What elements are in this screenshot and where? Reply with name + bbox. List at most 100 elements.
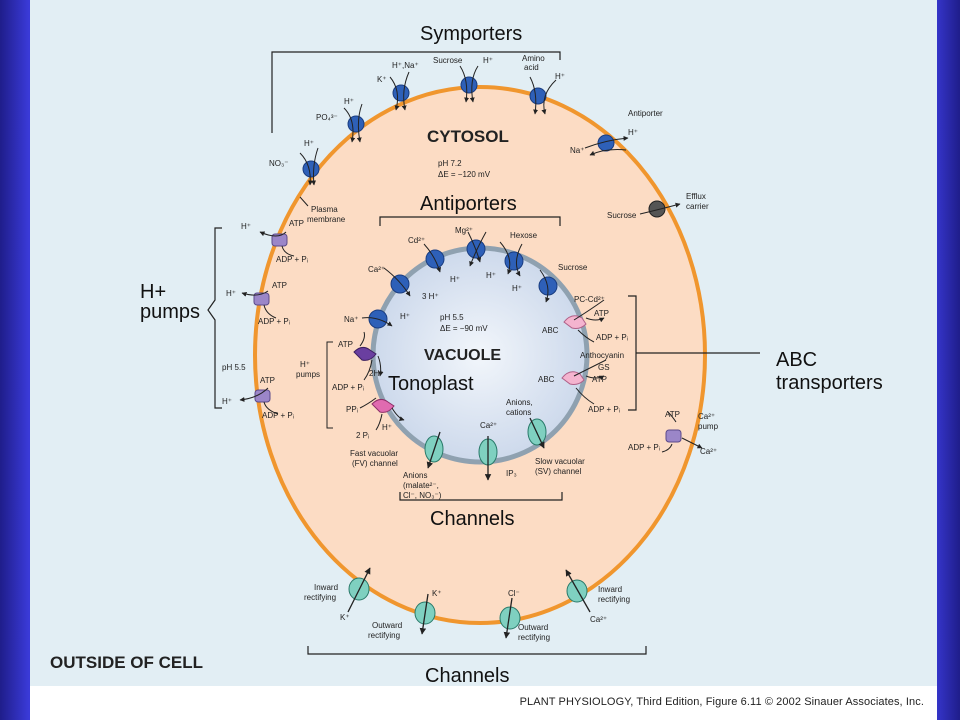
label-atp-abc1: ATP (594, 309, 609, 318)
channels-inner-bracket (399, 492, 563, 501)
label-amino2: acid (524, 63, 539, 72)
vacuole-antiporter-arrows (361, 231, 550, 327)
label-adp-abc1: ADP + Pᵢ (596, 333, 628, 342)
label-abc-2: ABC (538, 375, 555, 384)
label-outward1-left: Outward (372, 621, 402, 630)
label-gs: GS (598, 363, 610, 372)
antiporters-label: Antiporters (420, 193, 517, 215)
label-efflux2: carrier (686, 202, 709, 211)
plasma-h-pumps (253, 233, 288, 403)
vacuolar-ppase (371, 398, 395, 413)
label-h-sucrose-vac: H⁺ (512, 284, 522, 293)
label-adp-3: ADP + Pᵢ (262, 411, 294, 420)
plasma-channels (348, 577, 588, 630)
inward-ca-channel (566, 579, 588, 603)
abc-label-1: ABC (776, 349, 817, 371)
label-adp-1: ADP + Pᵢ (276, 255, 308, 264)
label-hexose: Hexose (510, 231, 538, 240)
ca-pump (665, 429, 682, 443)
label-outward2-right: rectifying (518, 633, 550, 642)
label-atp-1: ATP (289, 219, 304, 228)
tonoplast-label: Tonoplast (388, 373, 474, 395)
h-pump-1 (271, 233, 288, 247)
label-ca-vac: Ca²⁺ (368, 265, 385, 274)
label-h-hexose: H⁺ (486, 271, 496, 280)
label-h-amino: H⁺ (555, 72, 565, 81)
label-na-antiporter: Na⁺ (570, 146, 584, 155)
label-k-outward: K⁺ (432, 589, 442, 598)
ca-pump-arrows (661, 411, 703, 453)
symporter-amino-acid (529, 87, 547, 105)
abc-arrows (573, 299, 607, 405)
label-ca-inward: Ca²⁺ (590, 615, 607, 624)
label-adp-capump: ADP + Pᵢ (628, 443, 660, 452)
label-sucrose-efflux: Sucrose (607, 211, 637, 220)
label-sucrose-vac: Sucrose (558, 263, 588, 272)
label-anions-cations-2: cations (506, 408, 531, 417)
label-adp-2: ADP + Pᵢ (258, 317, 290, 326)
label-atp-3: ATP (260, 376, 275, 385)
label-na-vac: Na⁺ (344, 315, 358, 324)
cytosol-title: CYTOSOL (427, 127, 509, 146)
vacuole-h-pumps (353, 346, 395, 413)
channels-outer-label: Channels (425, 665, 510, 687)
symporter-no3 (302, 160, 320, 178)
h-pump-2 (253, 292, 270, 306)
label-an2: (malate²⁻, (403, 481, 439, 490)
label-outward2-left: rectifying (368, 631, 400, 640)
label-h-pump1: H⁺ (241, 222, 251, 231)
label-antiporter: Antiporter (628, 109, 663, 118)
label-ip3: IP₃ (506, 469, 517, 478)
abc-transporter-anthocyanin (561, 371, 585, 385)
label-plasma2: membrane (307, 215, 346, 224)
vacuole-channel-arrows (426, 417, 545, 481)
symporter-k (392, 84, 410, 102)
label-adp-vac: ADP + Pᵢ (332, 383, 364, 392)
label-mg-vac: Mg²⁺ (455, 226, 473, 235)
label-inward2-right: rectifying (598, 595, 630, 604)
abc-bracket (628, 295, 760, 411)
plasma-membrane-pointer (299, 196, 309, 207)
cytosol-de: ΔE = −120 mV (438, 170, 491, 179)
label-2h: 2H⁺ (369, 369, 383, 378)
abc-transporter-cd (563, 315, 587, 329)
label-capump-1: Ca²⁺ (698, 412, 715, 421)
label-h-mg: H⁺ (450, 275, 460, 284)
label-sv2: (SV) channel (535, 467, 581, 476)
plasma-channel-arrows (347, 567, 591, 639)
label-h-pump3: H⁺ (222, 397, 232, 406)
label-anthocyanin: Anthocyanin (580, 351, 624, 360)
label-abc-1: ABC (542, 326, 559, 335)
channels-outer-bracket (307, 646, 647, 655)
label-outward1-right: Outward (518, 623, 548, 632)
label-atp-capump: ATP (665, 410, 680, 419)
label-h-sucrose: H⁺ (483, 56, 493, 65)
label-sv1: Slow vacuolar (535, 457, 585, 466)
vacuole-title: VACUOLE (424, 347, 501, 364)
label-hpumps-small-1: H⁺ (300, 360, 310, 369)
label-k-inward: K⁺ (340, 613, 350, 622)
label-h-na-vac: H⁺ (400, 312, 410, 321)
label-inward2-left: rectifying (304, 593, 336, 602)
label-h-ppase: H⁺ (382, 423, 392, 432)
vacuole-de: ΔE = −90 mV (440, 324, 488, 333)
label-sucrose-sym: Sucrose (433, 56, 463, 65)
label-anions-cations-1: Anions, (506, 398, 533, 407)
label-fv2: (FV) channel (352, 459, 398, 468)
label-inward1-right: Inward (598, 585, 622, 594)
vacuolar-atpase (353, 346, 377, 361)
label-fv1: Fast vacuolar (350, 449, 398, 458)
label-efflux1: Efflux (686, 192, 706, 201)
label-h-no3: H⁺ (304, 139, 314, 148)
label-h-po4: H⁺ (344, 97, 354, 106)
h-pumps-bracket (207, 227, 222, 409)
h-pump-3 (254, 389, 271, 403)
label-cd-vac: Cd²⁺ (408, 236, 425, 245)
label-hna: H⁺,Na⁺ (392, 61, 419, 70)
label-adp-abc2: ADP + Pᵢ (588, 405, 620, 414)
symporter-sucrose (460, 76, 478, 94)
vacuole-pump-arrows (359, 331, 405, 431)
efflux-carrier (648, 200, 666, 218)
